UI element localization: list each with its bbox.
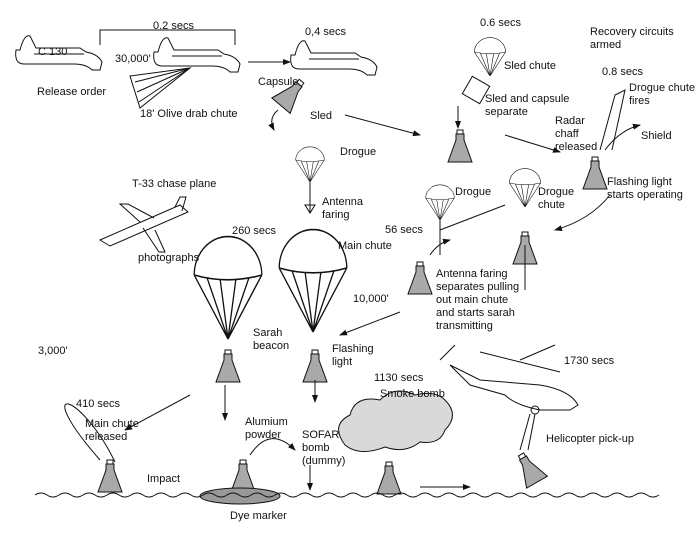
label-t260: 260 secs: [232, 225, 277, 237]
label-alumium: Alumium powder: [245, 416, 288, 441]
label-t04: 0,4 secs: [305, 26, 346, 38]
label-drogue-chute: Drogue chute: [538, 186, 575, 211]
label-olive-chute: 18' Olive drab chute: [140, 108, 238, 120]
smoke-cloud: [338, 390, 453, 452]
label-t02: 0.2 secs: [153, 20, 194, 32]
label-heli-pickup: Helicopter pick-up: [546, 433, 635, 445]
label-sled-separate: Sled and capsule separate: [485, 93, 570, 118]
label-t1130: 1130 secs: [374, 372, 424, 384]
label-main-released: Main chute released: [85, 418, 139, 443]
label-sled-chute: Sled chute: [504, 60, 556, 72]
label-capsule: Capsule: [258, 76, 299, 88]
label-alt10000: 10,000': [353, 293, 389, 305]
label-alt30000: 30,000': [115, 53, 151, 65]
t33-plane: [98, 196, 189, 253]
label-dye-marker: Dye marker: [230, 510, 287, 522]
label-t06: 0.6 secs: [480, 17, 521, 29]
label-sarah-beacon: Sarah beacon: [253, 327, 290, 352]
label-flashing-light: Flashing light: [332, 343, 374, 368]
label-sled: Sled: [310, 110, 333, 122]
label-t410: 410 secs: [76, 398, 121, 410]
label-sofar: SOFAR bomb (dummy): [302, 429, 346, 467]
capsule-flashing: [302, 349, 328, 383]
sled-chute-canopy: [474, 37, 506, 77]
sea-surface: [34, 492, 660, 498]
label-t1730: 1730 secs: [564, 355, 615, 367]
label-photographs: photographs: [138, 252, 200, 264]
c130-plane-2: [153, 37, 241, 73]
label-radar-chaff: Radar chaff released: [555, 115, 598, 153]
label-drogue-fires: Drogue chute fires: [629, 82, 696, 107]
label-antenna-separates: Antenna faring separates pulling out mai…: [436, 268, 520, 332]
label-alt3000: 3,000': [38, 345, 68, 357]
helicopter: [449, 364, 579, 411]
label-flashing-starts: Flashing light starts operating: [607, 176, 683, 201]
bracket-0.2: [99, 29, 236, 45]
label-t33: T-33 chase plane: [132, 178, 217, 190]
label-smoke-bomb: Smoke bomb: [380, 388, 445, 400]
label-impact: Impact: [147, 473, 181, 485]
label-t56: 56 secs: [385, 224, 423, 236]
label-recovery: Recovery circuits armed: [590, 26, 674, 51]
label-drogue-2: Drogue: [455, 186, 492, 198]
label-shield: Shield: [641, 130, 672, 142]
label-drogue-1: Drogue: [340, 146, 377, 158]
c130-plane-3: [290, 40, 378, 76]
label-main-chute: Main chute: [338, 240, 392, 252]
label-c130: C 130: [38, 46, 68, 58]
label-release-order: Release order: [37, 86, 107, 98]
label-antenna: Antenna faring: [322, 196, 363, 221]
label-t08: 0.8 secs: [602, 66, 643, 78]
